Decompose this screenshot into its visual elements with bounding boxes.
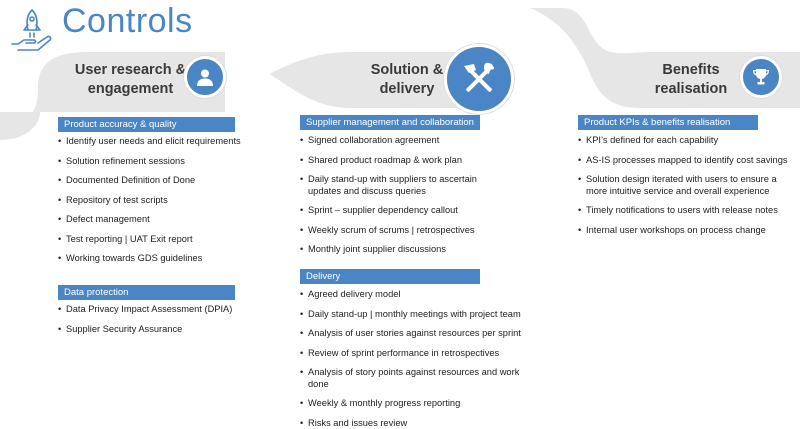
list-item: Sprint – supplier dependency callout [300, 205, 500, 217]
list-item: Shared product roadmap & work plan [300, 155, 500, 167]
list-item: Repository of test scripts [58, 195, 258, 207]
stage-title-line1: Solution & [362, 61, 452, 80]
list-item: Monthly joint supplier discussions [300, 244, 500, 256]
section-header: Data protection [58, 285, 235, 300]
stage-title-line1: Benefits [636, 61, 746, 80]
stage-icon-circle [740, 56, 782, 98]
page-title: Controls [62, 2, 193, 41]
list-item: Analysis of story points against resourc… [300, 367, 540, 390]
stage-icon-circle [184, 56, 226, 98]
stage-title-line1: User research & [68, 61, 193, 80]
list-item: Internal user workshops on process chang… [578, 225, 790, 237]
section-list: Identify user needs and elicit requireme… [58, 136, 258, 265]
list-item: Agreed delivery model [300, 289, 540, 301]
list-item: AS-IS processes mapped to identify cost … [578, 155, 790, 167]
list-item: Test reporting | UAT Exit report [58, 234, 258, 246]
band-stage-1-tail [0, 112, 40, 140]
list-item: Signed collaboration agreement [300, 135, 500, 147]
stage-title-line2: engagement [68, 80, 193, 99]
list-item: Data Privacy Impact Assessment (DPIA) [58, 304, 258, 316]
list-item: Solution design iterated with users to e… [578, 174, 790, 197]
stage-title-line2: delivery [362, 80, 452, 99]
list-item: Daily stand-up | monthly meetings with p… [300, 309, 540, 321]
section-list: Signed collaboration agreement Shared pr… [300, 135, 500, 256]
list-item: Review of sprint performance in retrospe… [300, 348, 540, 360]
rocket-hand-icon [8, 6, 56, 54]
section-header: Supplier management and collaboration [300, 115, 480, 130]
section-list: KPI’s defined for each capability AS-IS … [578, 135, 790, 236]
list-item: KPI’s defined for each capability [578, 135, 790, 147]
section-header: Product KPIs & benefits realisation [578, 115, 758, 130]
list-item: Solution refinement sessions [58, 156, 258, 168]
list-item: Timely notifications to users with relea… [578, 205, 790, 217]
list-item: Weekly & monthly progress reporting [300, 398, 540, 410]
list-item: Supplier Security Assurance [58, 324, 258, 336]
section-list: Data Privacy Impact Assessment (DPIA) Su… [58, 304, 258, 335]
list-item: Daily stand-up with suppliers to ascerta… [300, 174, 500, 197]
section-header: Delivery [300, 269, 480, 284]
list-item: Defect management [58, 214, 258, 226]
stage-title-line2: realisation [636, 80, 746, 99]
section-list: Agreed delivery model Daily stand-up | m… [300, 289, 540, 429]
stage-title-solution-delivery: Solution & delivery [362, 61, 452, 99]
trophy-icon [751, 67, 771, 87]
list-item: Risks and issues review [300, 418, 540, 429]
list-item: Documented Definition of Done [58, 175, 258, 187]
section-header: Product accuracy & quality [58, 117, 235, 132]
user-icon [195, 67, 215, 87]
list-item: Analysis of user stories against resourc… [300, 328, 540, 340]
stage-title-user-research: User research & engagement [68, 61, 193, 99]
list-item: Working towards GDS guidelines [58, 253, 258, 265]
list-item: Weekly scrum of scrums | retrospectives [300, 225, 500, 237]
tools-icon [460, 60, 498, 98]
stage-title-benefits: Benefits realisation [636, 61, 746, 99]
list-item: Identify user needs and elicit requireme… [58, 136, 258, 148]
stage-icon-circle [444, 44, 514, 114]
